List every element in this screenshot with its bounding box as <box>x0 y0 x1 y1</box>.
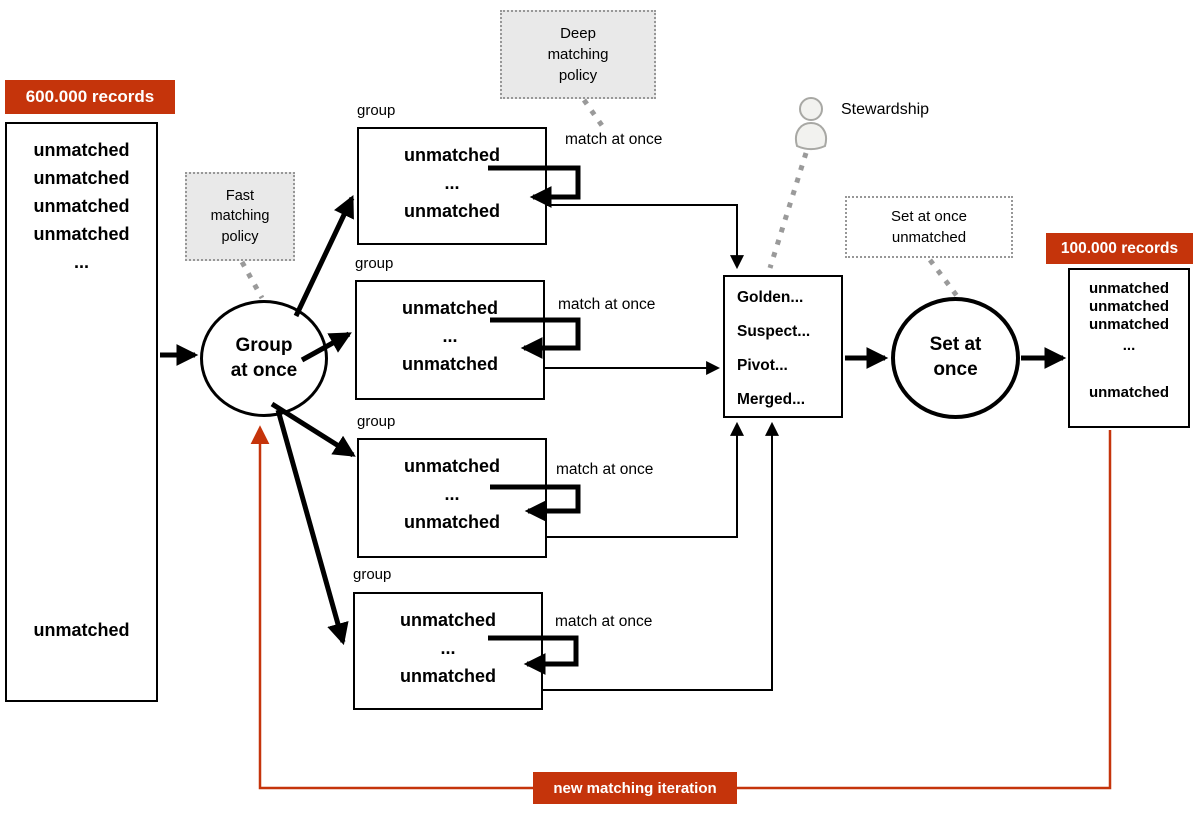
stage-item-golden: Golden... <box>737 289 804 306</box>
arrow-to-group-4 <box>275 409 349 646</box>
group-1-label: group <box>357 102 396 119</box>
ellipsis: ... <box>1122 337 1136 354</box>
arrow-to-group-1 <box>293 195 355 318</box>
result-records-badge: 100.000 records <box>1046 233 1193 264</box>
match-at-once-label-2: match at once <box>558 296 656 313</box>
group-3-label: group <box>357 413 396 430</box>
record-line: unmatched <box>403 145 500 165</box>
ellipsis: ... <box>440 638 456 658</box>
ellipsis: ... <box>444 484 460 504</box>
match-at-once-label-3: match at once <box>556 461 654 478</box>
record-line: unmatched <box>33 620 130 640</box>
new-matching-iteration-badge: new matching iteration <box>533 772 737 804</box>
stage-item-pivot: Pivot... <box>737 357 788 374</box>
record-line: unmatched <box>401 298 498 318</box>
flow-group-3-to-results <box>547 421 744 538</box>
stage-item-suspect: Suspect... <box>737 323 811 340</box>
group-2-box: unmatched ... unmatched <box>355 280 545 400</box>
record-line: unmatched <box>33 196 130 216</box>
record-line: unmatched <box>401 354 498 374</box>
ellipsis: ... <box>73 252 89 272</box>
group-3-box: unmatched ... unmatched <box>357 438 547 558</box>
group-4-label: group <box>353 566 392 583</box>
result-records-box: unmatched unmatched unmatched ... unmatc… <box>1068 268 1190 428</box>
connector-set-note <box>928 258 959 298</box>
connector-deep-policy <box>581 98 606 129</box>
record-line: unmatched <box>1088 298 1169 315</box>
ellipsis: ... <box>442 326 458 346</box>
stewardship: Stewardship <box>791 95 929 151</box>
record-line: unmatched <box>1088 384 1169 401</box>
record-line: unmatched <box>403 456 500 476</box>
record-line: unmatched <box>403 201 500 221</box>
set-at-once-step: Set at once <box>891 297 1020 419</box>
match-at-once-label-4: match at once <box>555 613 653 630</box>
record-line: unmatched <box>1088 280 1169 297</box>
record-line: unmatched <box>399 610 496 630</box>
match-results-box: Golden... Suspect... Pivot... Merged... <box>723 275 843 418</box>
source-records-badge: 600.000 records <box>5 80 175 114</box>
record-line: unmatched <box>33 140 130 160</box>
source-records-box: unmatched unmatched unmatched unmatched … <box>5 122 158 702</box>
connector-stewardship <box>767 152 809 269</box>
group-2-label: group <box>355 255 394 272</box>
record-line: unmatched <box>399 666 496 686</box>
group-1-box: unmatched ... unmatched <box>357 127 547 245</box>
stewardship-label: Stewardship <box>841 101 930 118</box>
record-line: unmatched <box>33 224 130 244</box>
record-line: unmatched <box>33 168 130 188</box>
record-line: unmatched <box>1088 316 1169 333</box>
group-at-once-step: Group at once <box>200 300 328 417</box>
user-icon <box>795 97 827 150</box>
match-at-once-label-1: match at once <box>565 131 663 148</box>
fast-matching-policy-note: Fast matching policy <box>185 172 295 261</box>
group-4-box: unmatched ... unmatched <box>353 592 543 710</box>
stage-item-merged: Merged... <box>737 391 806 408</box>
connector-fast-policy <box>239 260 265 300</box>
set-at-once-unmatched-note: Set at once unmatched <box>845 196 1013 258</box>
deep-matching-policy-note: Deep matching policy <box>500 10 656 99</box>
record-line: unmatched <box>403 512 500 532</box>
ellipsis: ... <box>444 173 460 193</box>
flow-group-1-to-results <box>547 204 744 270</box>
